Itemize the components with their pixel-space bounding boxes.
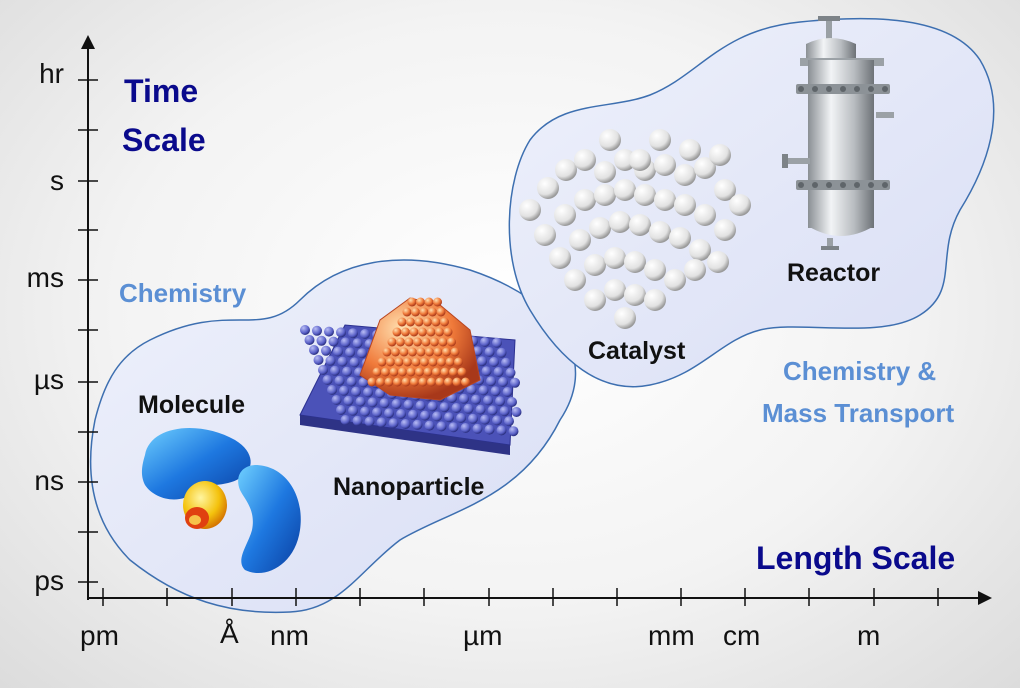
chemistry-label: Chemistry — [119, 278, 246, 309]
molecule-label: Molecule — [138, 391, 245, 420]
y-tick-ns: ns — [0, 465, 64, 497]
x-tick-cm: cm — [723, 620, 760, 652]
x-tick-pm: pm — [80, 620, 119, 652]
y-tick-us: µs — [0, 364, 64, 396]
catalyst-label: Catalyst — [588, 337, 685, 366]
nanoparticle-label: Nanoparticle — [333, 473, 484, 502]
reactor-label: Reactor — [787, 259, 880, 288]
y-tick-ms: ms — [0, 262, 64, 294]
y-tick-ps: ps — [0, 565, 64, 597]
x-tick-m: m — [857, 620, 880, 652]
x-tick-um: µm — [463, 620, 502, 652]
x-tick-mm: mm — [648, 620, 695, 652]
y-tick-hr: hr — [0, 58, 64, 90]
chemistry-mass-transport-label-line2: Mass Transport — [762, 398, 954, 429]
length-scale-title: Length Scale — [756, 540, 955, 577]
x-tick-angstrom: Å — [220, 618, 239, 650]
time-scale-title-line1: Time — [124, 73, 198, 110]
x-tick-nm: nm — [270, 620, 309, 652]
chemistry-mass-transport-label-line1: Chemistry & — [783, 356, 936, 387]
y-tick-s: s — [0, 165, 64, 197]
time-scale-title-line2: Scale — [122, 122, 206, 159]
